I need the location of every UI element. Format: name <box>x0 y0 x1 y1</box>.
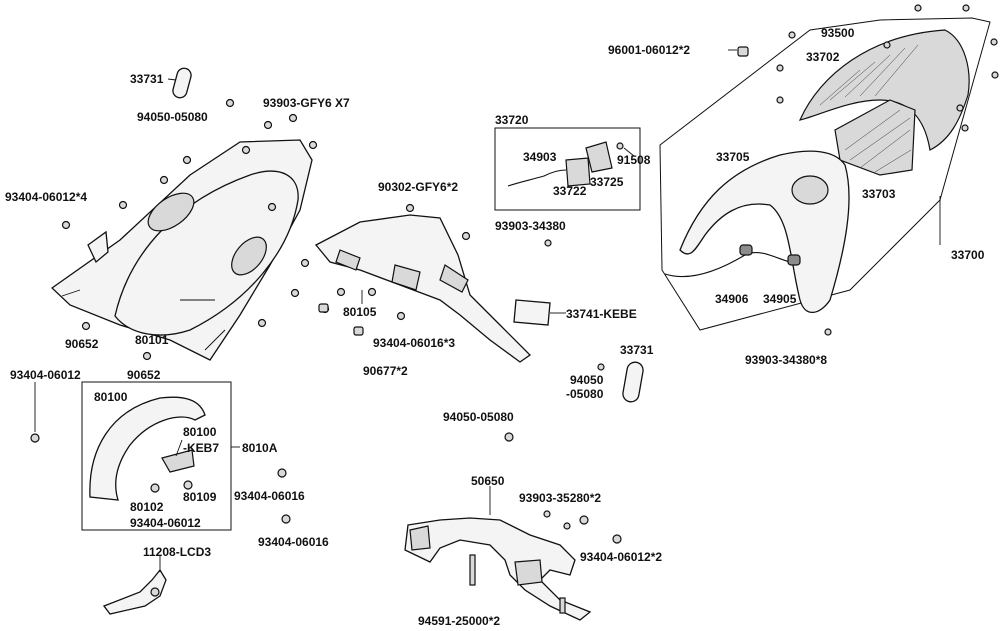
bracket-50650 <box>404 486 622 621</box>
license-lamp-group-box <box>494 127 641 211</box>
label-33700: 33700 <box>951 248 985 262</box>
label-80100-keb7-line2: -KEB7 <box>183 441 219 455</box>
label-94050-05080-mid: 94050-05080 <box>443 410 514 424</box>
label-96001-06012: 96001-06012*2 <box>608 43 690 57</box>
label-50650: 50650 <box>471 474 505 488</box>
front-fender-80100 <box>89 396 240 501</box>
tail-light-group-box <box>659 17 991 331</box>
label-93903-34380-x8: 93903-34380*8 <box>745 353 827 367</box>
label-34905: 34905 <box>763 292 797 306</box>
label-34903: 34903 <box>523 150 557 164</box>
screw-set-right <box>776 4 999 336</box>
label-93404-06012-single: 93404-06012 <box>10 368 81 382</box>
front-fender-group-box <box>81 381 232 531</box>
bolt-pair-93404-06016 <box>277 468 291 524</box>
screw-set-center <box>290 203 471 336</box>
label-80100: 80100 <box>94 390 128 404</box>
bracket-11208 <box>102 556 167 615</box>
reflector-33731-left <box>167 67 192 99</box>
plate-33741 <box>513 299 566 326</box>
label-33705: 33705 <box>716 150 750 164</box>
label-93903-35280: 93903-35280*2 <box>519 491 601 505</box>
label-80101: 80101 <box>135 333 169 347</box>
label-93404-06012-box: 93404-06012 <box>130 516 201 530</box>
label-33731-right: 33731 <box>620 343 654 357</box>
label-93903-gfy6: 93903-GFY6 X7 <box>263 96 350 110</box>
label-33703: 33703 <box>862 187 896 201</box>
label-94591-25000: 94591-25000*2 <box>418 614 500 628</box>
label-94050-line1: 94050 <box>570 373 604 387</box>
label-93500: 93500 <box>821 26 855 40</box>
label-11208-lcd3: 11208-LCD3 <box>143 545 211 559</box>
label-80109: 80109 <box>183 490 217 504</box>
label-93404-06016-x3: 93404-06016*3 <box>373 336 455 350</box>
label-90652-b: 90652 <box>127 368 161 382</box>
label-90652-a: 90652 <box>65 337 99 351</box>
label-80100-keb7-line1: 80100 <box>183 425 217 439</box>
label-90302-gfy6: 90302-GFY6*2 <box>378 180 458 194</box>
screw-96001 <box>728 46 749 57</box>
label-8010a: 8010A <box>242 441 278 455</box>
label-94050-05080-top: 94050-05080 <box>137 110 208 124</box>
rear-fender-80105 <box>314 214 532 363</box>
label-33702: 33702 <box>806 50 840 64</box>
screw-set-left <box>30 98 514 443</box>
label-94050-line2: -05080 <box>566 387 604 401</box>
label-80105: 80105 <box>343 305 377 319</box>
license-lamp-33720 <box>507 141 635 247</box>
label-33731-left: 33731 <box>130 72 164 86</box>
label-93404-06016-b: 93404-06016 <box>258 535 329 549</box>
tail-light-33700 <box>664 29 970 314</box>
label-33720: 33720 <box>495 113 529 127</box>
label-93404-06016-a: 93404-06016 <box>234 489 305 503</box>
label-80102: 80102 <box>130 500 164 514</box>
rear-inner-cover-80101 <box>50 139 313 361</box>
label-90677: 90677*2 <box>363 364 408 378</box>
label-93404-06012-x4: 93404-06012*4 <box>5 190 87 204</box>
label-93903-34380: 93903-34380 <box>495 219 566 233</box>
label-93404-06012-x2: 93404-06012*2 <box>580 550 662 564</box>
label-34906: 34906 <box>715 292 749 306</box>
label-33725: 33725 <box>590 175 624 189</box>
label-33741-kebe: 33741-KEBE <box>566 307 637 321</box>
label-33722: 33722 <box>553 184 587 198</box>
label-91508: 91508 <box>617 153 651 167</box>
reflector-33731-right <box>597 361 644 403</box>
